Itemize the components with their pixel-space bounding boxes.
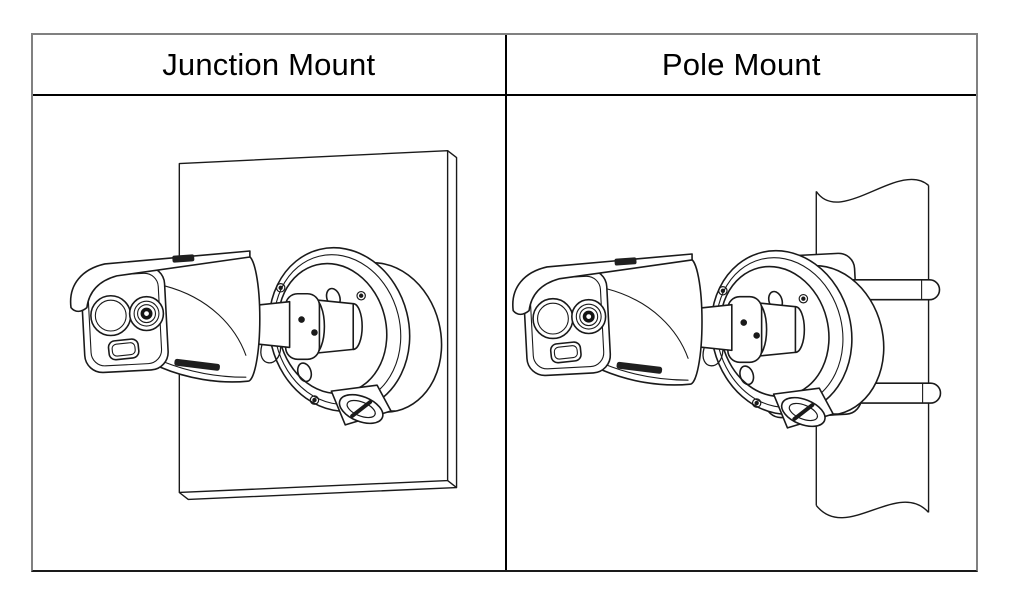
table-body-row <box>33 96 976 570</box>
pole-mount-cell <box>504 96 977 570</box>
table-header-row: Junction Mount Pole Mount <box>33 35 976 96</box>
column-header-junction-mount: Junction Mount <box>162 46 376 82</box>
mount-options-table: Junction Mount Pole Mount <box>31 33 978 572</box>
pole-mount-illustration <box>510 178 941 519</box>
junction-mount-illustration <box>68 149 460 501</box>
column-header-pole-mount: Pole Mount <box>504 35 977 94</box>
junction-mount-cell <box>33 96 505 570</box>
